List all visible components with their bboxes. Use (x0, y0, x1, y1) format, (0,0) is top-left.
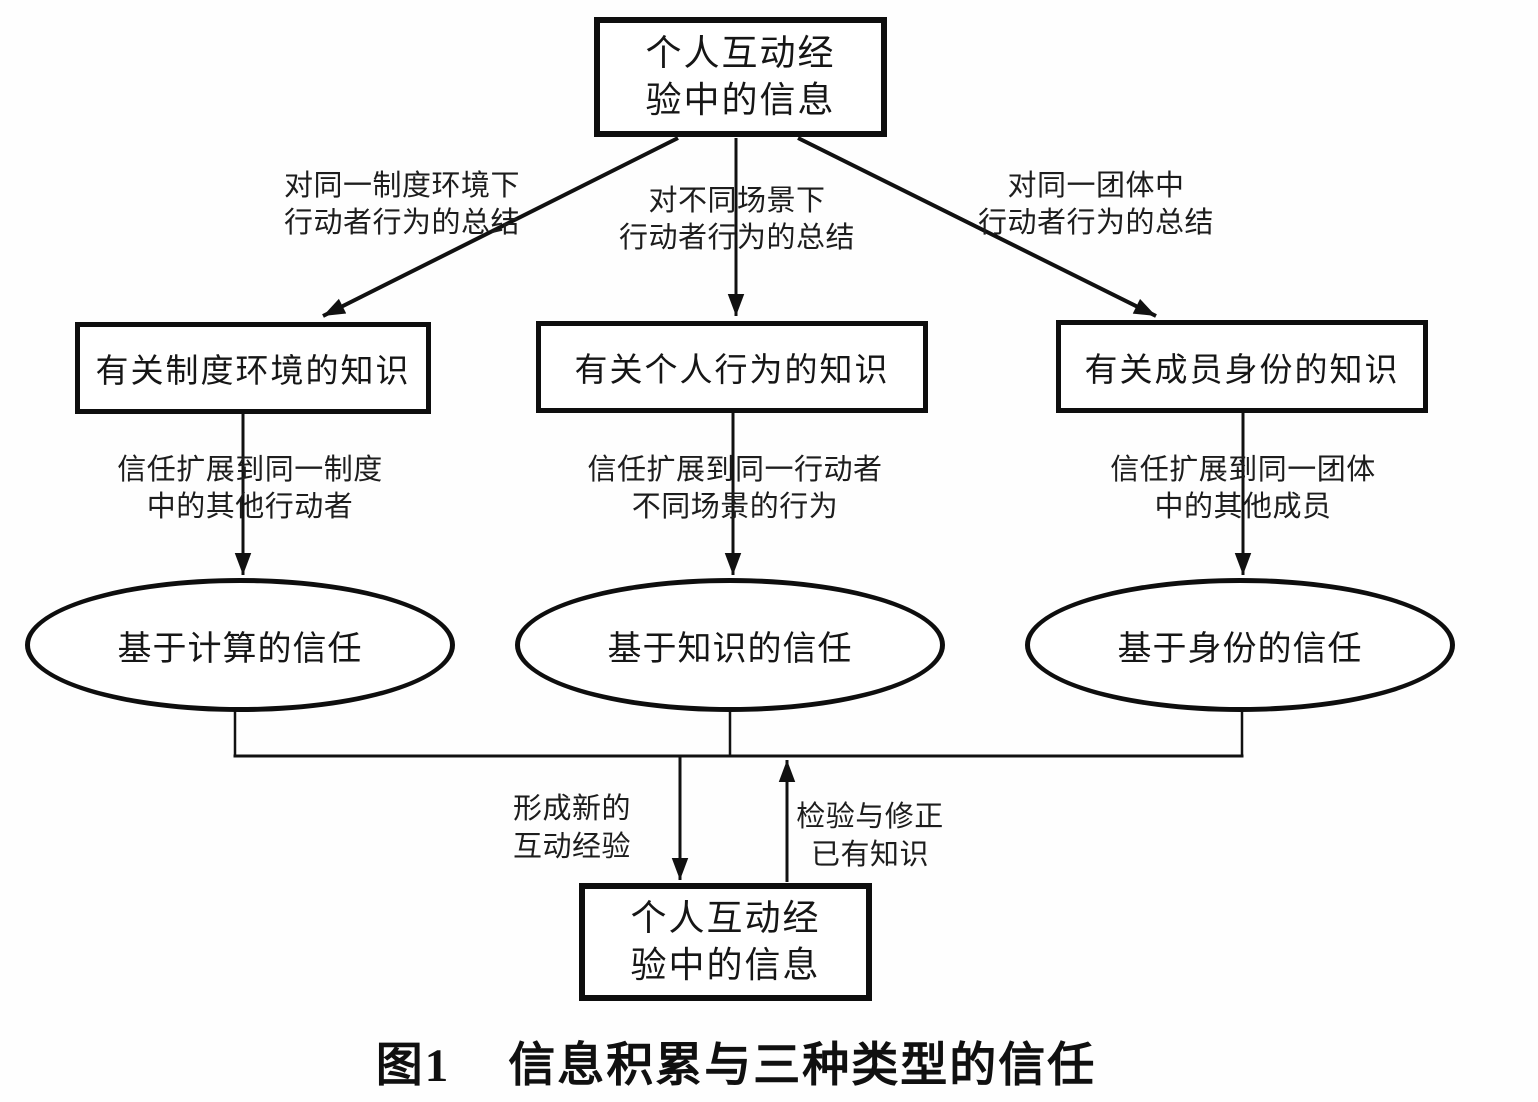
trust-ellipse-calculus: 基于计算的信任 (25, 578, 455, 712)
knowledge-box-membership: 有关成员身份的知识 (1056, 320, 1428, 413)
knowledge-box-institution: 有关制度环境的知识 (75, 322, 431, 414)
label-summary-institution: 对同一制度环境下 行动者行为的总结 (283, 170, 520, 239)
label-new-experience: 形成新的 互动经验 (512, 793, 631, 863)
knowledge-box-behavior: 有关个人行为的知识 (536, 321, 928, 413)
arrow-top-to-membership (797, 136, 1157, 318)
caption-label: 图1 (375, 1040, 451, 1092)
label-extend-institution: 信任扩展到同一制度 中的其他行动者 (117, 454, 383, 523)
arrow-top-to-institution (322, 136, 679, 318)
label-extend-membership: 信任扩展到同一团体 中的其他成员 (1110, 454, 1376, 523)
bottom-experience-box: 个人互动经 验中的信息 (579, 883, 872, 1001)
top-experience-box: 个人互动经 验中的信息 (594, 17, 887, 137)
top-experience-text: 个人互动经 验中的信息 (645, 33, 836, 120)
bottom-experience-text: 个人互动经 验中的信息 (630, 898, 821, 985)
trust-ellipse-knowledge: 基于知识的信任 (515, 578, 945, 712)
label-summary-membership: 对同一团体中 行动者行为的总结 (977, 170, 1214, 239)
label-extend-behavior: 信任扩展到同一行动者 不同场景的行为 (587, 454, 883, 523)
figure-caption: 图1 信息积累与三种类型的信任 (0, 1026, 1472, 1095)
label-summary-behavior: 对不同场景下 行动者行为的总结 (618, 185, 855, 254)
trust-ellipse-identity: 基于身份的信任 (1025, 578, 1455, 712)
label-revise-knowledge: 检验与修正 已有知识 (796, 801, 944, 871)
caption-text: 信息积累与三种类型的信任 (508, 1040, 1097, 1092)
